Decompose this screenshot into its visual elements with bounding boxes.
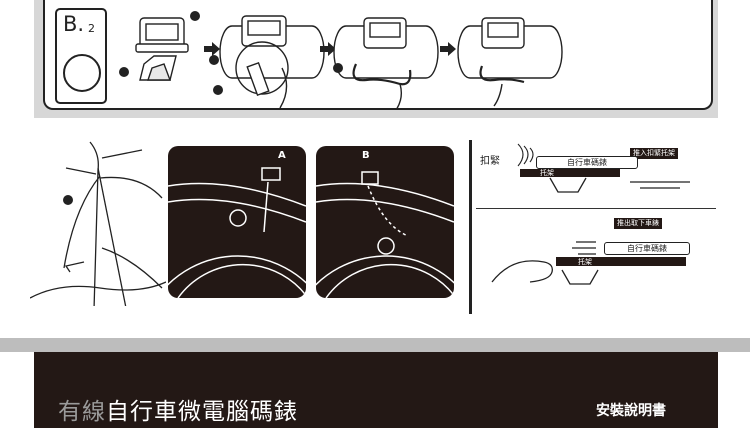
step-sublabel: 2 [88, 22, 95, 35]
callout-8-icon [209, 55, 219, 65]
press-motion-icon [517, 143, 534, 167]
mounting-steps-illustration [119, 11, 563, 108]
manual-title-main: 自行車微電腦碼錶 [106, 399, 298, 425]
photo-a: A [168, 146, 306, 298]
finger-push-illustration [491, 241, 599, 285]
step-label: B. [63, 12, 85, 36]
pull-out-arrow-tag: 推出取下車錶 [614, 218, 662, 229]
device-label-2: 自行車碼錶 [604, 242, 690, 255]
manual-title-prefix: 有線 [58, 399, 106, 425]
arrow-right-icon [204, 42, 220, 56]
bike-computer-icon [135, 17, 189, 81]
manual-subtitle: 安裝說明書 [596, 403, 666, 419]
front-fork-illustration [30, 141, 166, 306]
push-in-arrow-tag: 推入扣緊托架 [630, 148, 678, 159]
arrow-right-icon [440, 42, 456, 56]
section-divider [469, 140, 472, 314]
handlebar-illustration [219, 15, 325, 108]
device-base [520, 169, 620, 177]
bracket-illustration [549, 177, 690, 193]
callout-7-icon [63, 195, 73, 205]
device-label: 自行車碼錶 [536, 156, 638, 169]
step-circle-icon [63, 54, 101, 92]
handlebar-illustration [457, 17, 563, 107]
callout-8-icon [333, 63, 343, 73]
bracket-label: 托架 [540, 169, 554, 177]
photo-b: B [316, 146, 454, 298]
callout-2-icon [190, 11, 200, 21]
photo-tag-a: A [278, 150, 286, 161]
footer-bar [34, 352, 718, 428]
arrow-right-icon [320, 42, 336, 56]
photo-tag-b: B [362, 150, 370, 161]
callout-1-icon [119, 67, 129, 77]
handlebar-photo-a [168, 167, 306, 298]
manual-title: 有線自行車微電腦碼錶 [58, 392, 298, 426]
footer-gray-band [0, 338, 750, 352]
device-base-2 [556, 257, 686, 266]
bracket-label-2: 托架 [578, 258, 592, 266]
press-label: 扣緊 [480, 156, 500, 167]
handlebar-photo-b [316, 171, 454, 298]
right-section-divider [476, 208, 716, 209]
callout-3-icon [213, 85, 223, 95]
handlebar-illustration [333, 17, 439, 108]
